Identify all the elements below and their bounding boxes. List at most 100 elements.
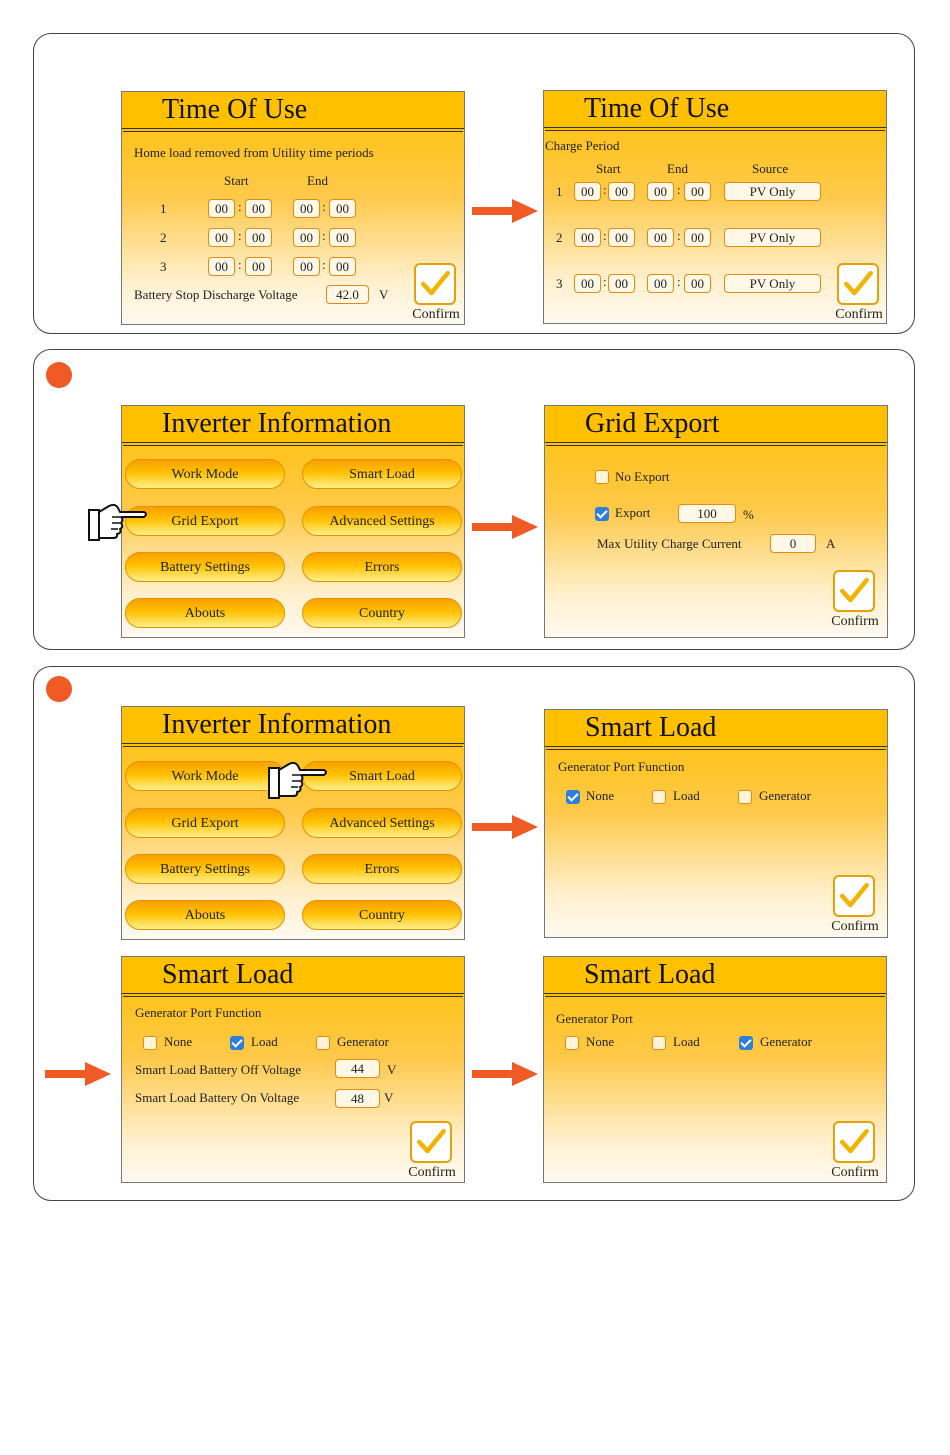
ampere-unit: A — [826, 536, 836, 551]
generator-checkbox[interactable] — [316, 1036, 330, 1050]
source-select[interactable]: PV Only — [724, 182, 821, 201]
work-mode-button[interactable]: Work Mode — [125, 761, 285, 791]
errors-button[interactable]: Errors — [302, 854, 462, 884]
load-checkbox[interactable] — [230, 1036, 244, 1050]
battery-off-voltage-input[interactable]: 44 — [335, 1059, 380, 1078]
confirm-button[interactable]: Confirm — [406, 263, 464, 324]
export-percent-input[interactable]: 100 — [678, 504, 736, 523]
battery-settings-button[interactable]: Battery Settings — [125, 552, 285, 582]
end-hour-input[interactable]: 00 — [293, 199, 320, 218]
panel-title-bar: Grid Export — [545, 406, 887, 443]
start-hour-input[interactable]: 00 — [574, 274, 601, 293]
advanced-settings-button[interactable]: Advanced Settings — [302, 506, 462, 536]
confirm-button[interactable]: Confirm — [825, 875, 885, 937]
load-label: Load — [673, 788, 700, 803]
end-minute-input[interactable]: 00 — [684, 274, 711, 293]
pointing-hand-icon — [87, 497, 149, 543]
start-minute-input[interactable]: 00 — [608, 274, 635, 293]
charge-period-label: Charge Period — [545, 138, 620, 153]
smart-load-panel-none: Smart Load Generator Port Function None … — [544, 709, 888, 938]
no-export-checkbox[interactable] — [595, 470, 609, 484]
row-number: 3 — [160, 259, 167, 274]
panel-title-bar: Inverter Information — [122, 707, 464, 744]
none-checkbox[interactable] — [143, 1036, 157, 1050]
row-number: 1 — [556, 184, 563, 199]
colon: : — [677, 274, 681, 289]
confirm-label: Confirm — [831, 919, 879, 934]
source-select[interactable]: PV Only — [724, 274, 821, 293]
generator-checkbox[interactable] — [738, 790, 752, 804]
none-label: None — [164, 1034, 193, 1049]
page-title: Time Of Use — [162, 94, 308, 125]
battery-settings-button[interactable]: Battery Settings — [125, 854, 285, 884]
end-hour-input[interactable]: 00 — [647, 228, 674, 247]
grid-export-button[interactable]: Grid Export — [125, 506, 285, 536]
export-label: Export — [615, 505, 651, 520]
smart-load-button[interactable]: Smart Load — [302, 761, 462, 791]
start-hour-input[interactable]: 00 — [574, 228, 601, 247]
country-button[interactable]: Country — [302, 900, 462, 930]
end-minute-input[interactable]: 00 — [329, 228, 356, 247]
page-title: Inverter Information — [162, 408, 392, 439]
generator-checkbox[interactable] — [739, 1036, 753, 1050]
export-checkbox[interactable] — [595, 507, 609, 521]
country-button[interactable]: Country — [302, 598, 462, 628]
confirm-label: Confirm — [408, 1165, 456, 1180]
confirm-label: Confirm — [412, 307, 460, 322]
end-hour-input[interactable]: 00 — [647, 274, 674, 293]
grid-export-button[interactable]: Grid Export — [125, 808, 285, 838]
end-hour-input[interactable]: 00 — [293, 257, 320, 276]
abouts-button[interactable]: Abouts — [125, 900, 285, 930]
end-hour-input[interactable]: 00 — [647, 182, 674, 201]
max-utility-charge-label: Max Utility Charge Current — [597, 536, 742, 551]
none-checkbox[interactable] — [566, 790, 580, 804]
check-icon — [833, 570, 875, 612]
generator-label: Generator — [337, 1034, 389, 1049]
inverter-info-panel: Inverter Information Work Mode Smart Loa… — [121, 405, 465, 638]
confirm-button[interactable]: Confirm — [402, 1121, 462, 1182]
start-minute-input[interactable]: 00 — [245, 199, 272, 218]
start-hour-input[interactable]: 00 — [208, 199, 235, 218]
end-minute-input[interactable]: 00 — [329, 257, 356, 276]
colon: : — [603, 228, 607, 243]
confirm-label: Confirm — [835, 307, 883, 322]
panel-title-bar: Smart Load — [545, 710, 887, 747]
page-title: Inverter Information — [162, 709, 392, 740]
work-mode-button[interactable]: Work Mode — [125, 459, 285, 489]
start-minute-input[interactable]: 00 — [608, 228, 635, 247]
confirm-button[interactable]: Confirm — [829, 263, 886, 323]
page-title: Smart Load — [584, 959, 716, 990]
battery-on-voltage-label: Smart Load Battery On Voltage — [135, 1090, 300, 1105]
tou-panel-2: Time Of Use Charge Period Start End Sour… — [543, 90, 887, 324]
arrow-right-icon — [472, 1062, 538, 1086]
end-minute-input[interactable]: 00 — [684, 228, 711, 247]
confirm-button[interactable]: Confirm — [825, 1121, 885, 1182]
smart-load-panel-generator: Smart Load Generator Port None Load Gene… — [543, 956, 887, 1183]
source-select[interactable]: PV Only — [724, 228, 821, 247]
none-checkbox[interactable] — [565, 1036, 579, 1050]
end-hour-input[interactable]: 00 — [293, 228, 320, 247]
colon: : — [238, 257, 242, 272]
load-checkbox[interactable] — [652, 790, 666, 804]
voltage-label: Battery Stop Discharge Voltage — [134, 287, 298, 302]
load-checkbox[interactable] — [652, 1036, 666, 1050]
arrow-right-icon — [472, 515, 538, 539]
abouts-button[interactable]: Abouts — [125, 598, 285, 628]
start-minute-input[interactable]: 00 — [245, 228, 272, 247]
end-minute-input[interactable]: 00 — [684, 182, 711, 201]
errors-button[interactable]: Errors — [302, 552, 462, 582]
start-hour-input[interactable]: 00 — [208, 257, 235, 276]
start-minute-input[interactable]: 00 — [608, 182, 635, 201]
grid-export-panel: Grid Export No Export Export 100 % Max U… — [544, 405, 888, 638]
start-hour-input[interactable]: 00 — [208, 228, 235, 247]
advanced-settings-button[interactable]: Advanced Settings — [302, 808, 462, 838]
confirm-button[interactable]: Confirm — [825, 570, 885, 636]
max-utility-charge-input[interactable]: 0 — [770, 534, 816, 553]
none-label: None — [586, 1034, 615, 1049]
end-minute-input[interactable]: 00 — [329, 199, 356, 218]
smart-load-button[interactable]: Smart Load — [302, 459, 462, 489]
start-minute-input[interactable]: 00 — [245, 257, 272, 276]
start-hour-input[interactable]: 00 — [574, 182, 601, 201]
voltage-input[interactable]: 42.0 — [326, 285, 369, 304]
battery-on-voltage-input[interactable]: 48 — [335, 1089, 380, 1108]
